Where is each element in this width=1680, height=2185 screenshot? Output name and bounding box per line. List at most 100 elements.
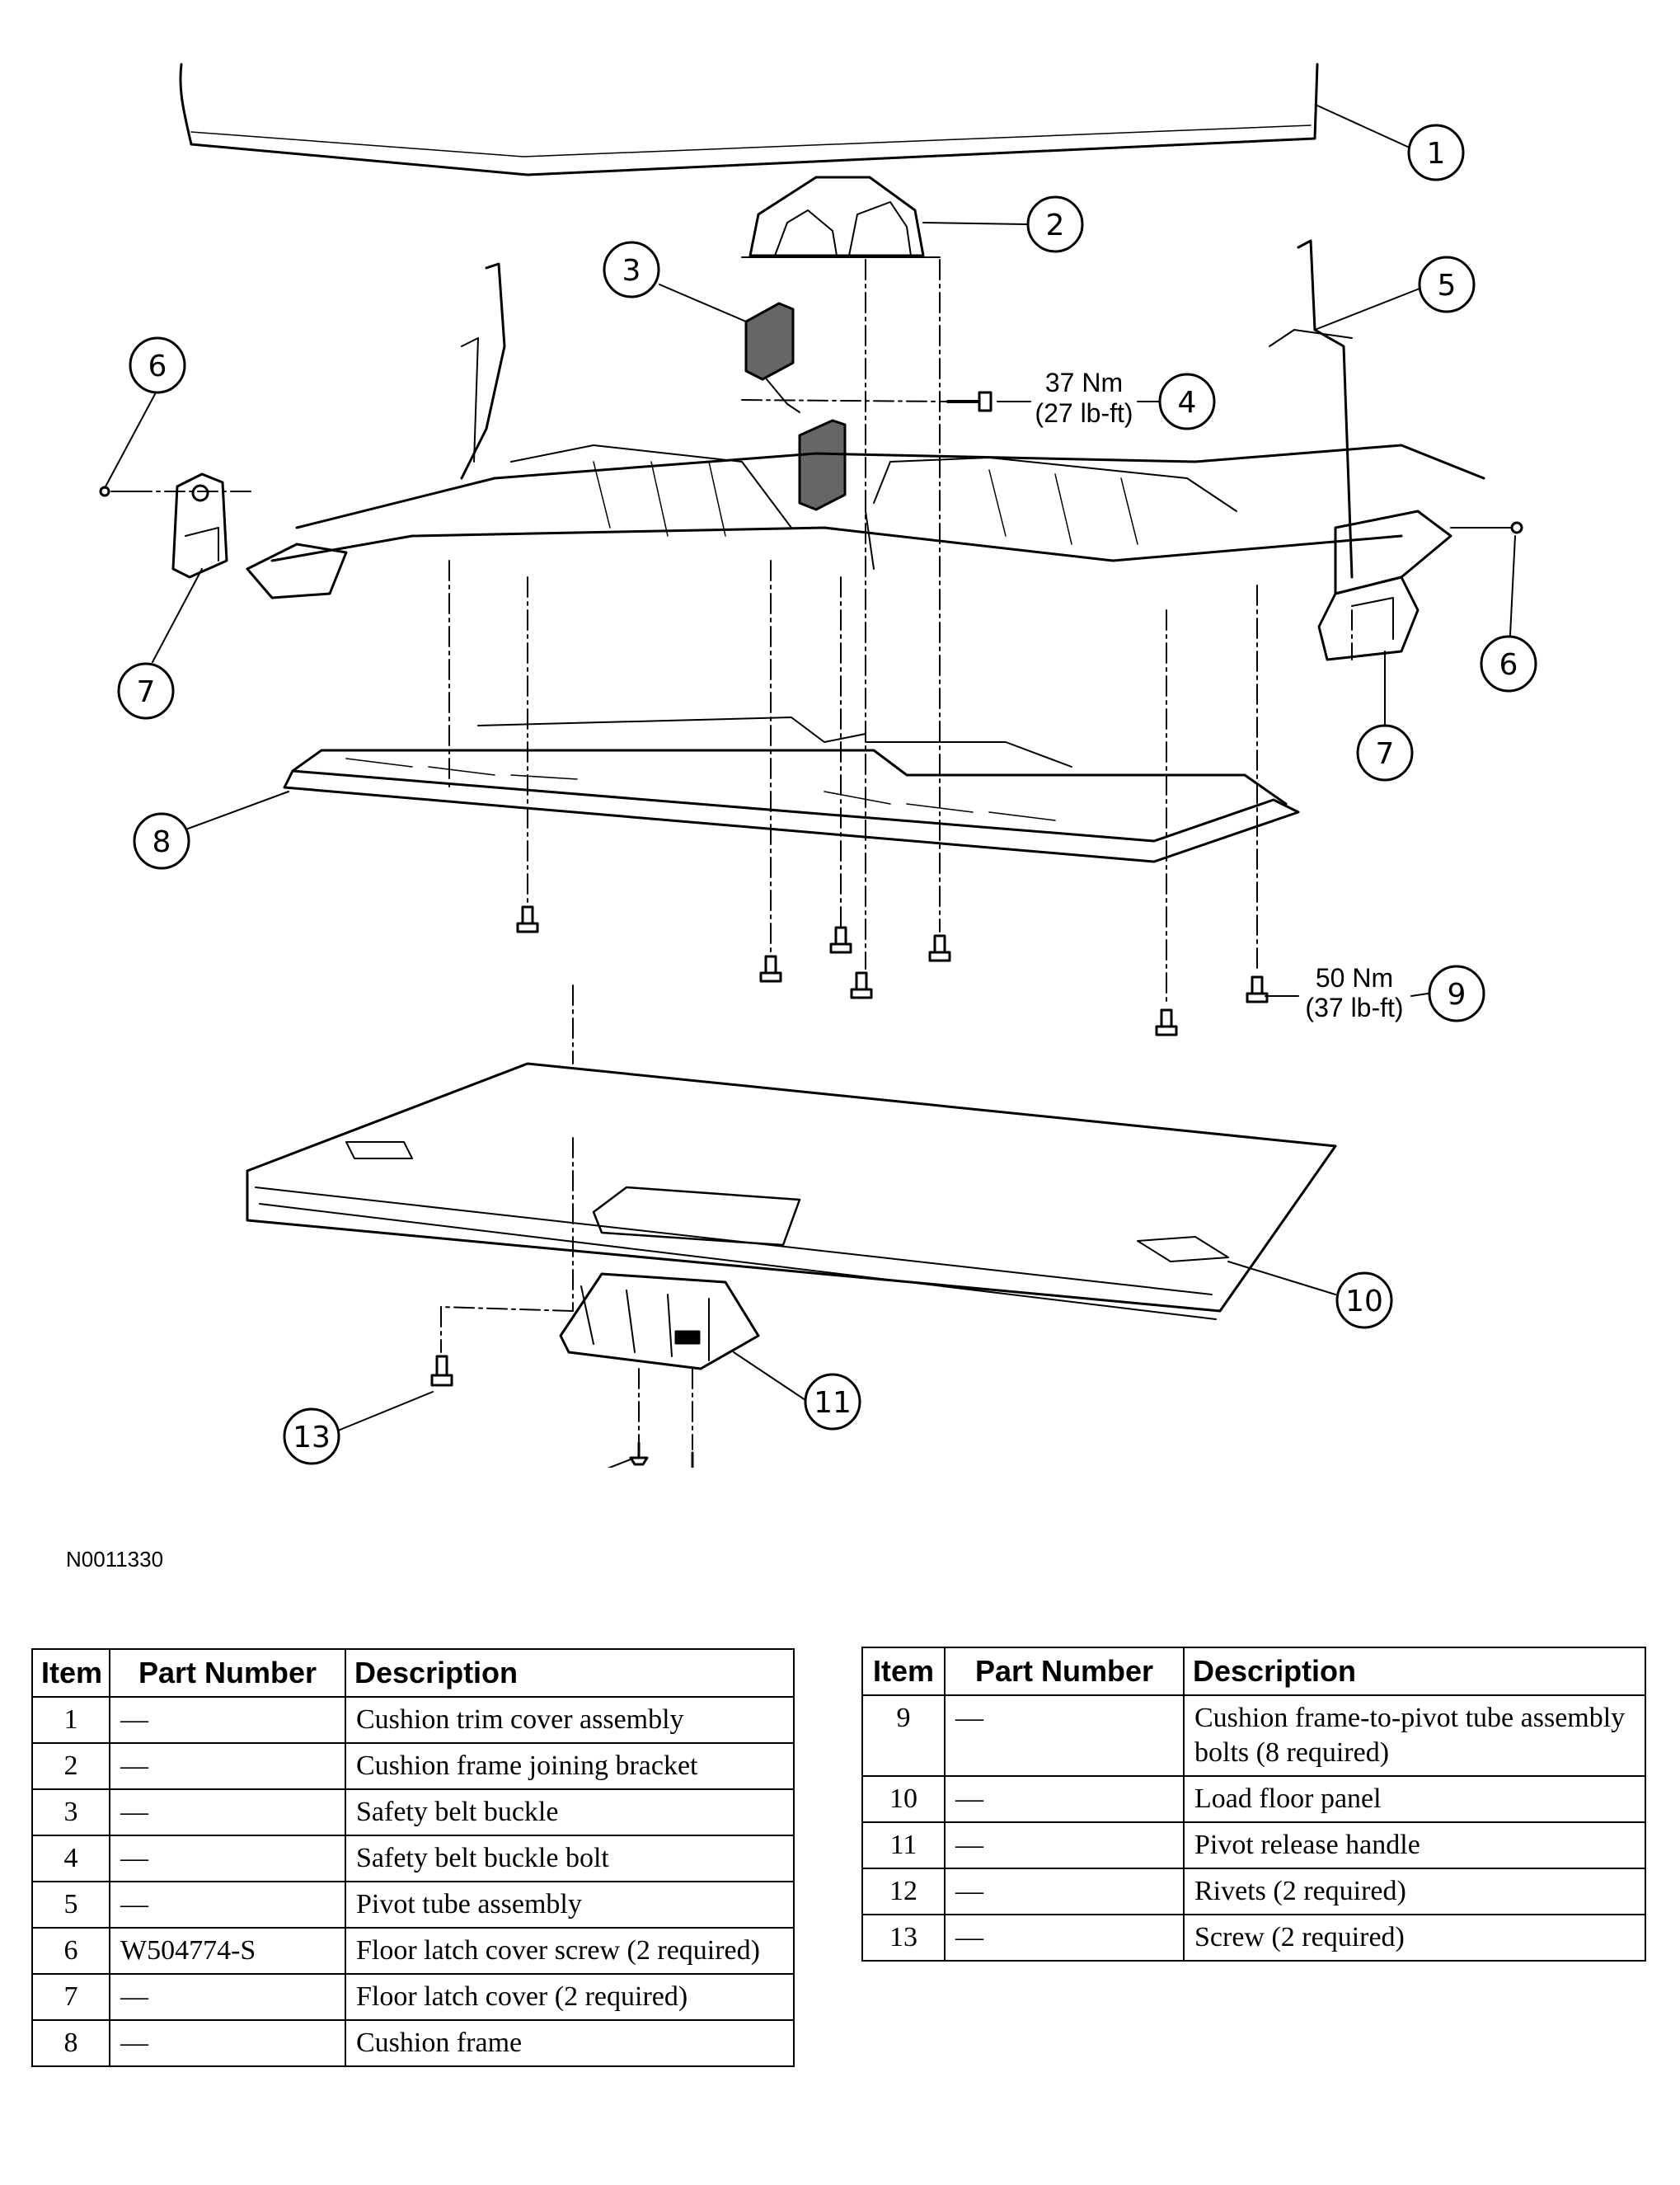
header-part-number: Part Number bbox=[944, 1647, 1185, 1696]
cell-description: Safety belt buckle bolt bbox=[345, 1835, 795, 1882]
svg-text:3: 3 bbox=[622, 254, 641, 288]
cell-item: 7 bbox=[31, 1973, 110, 2021]
svg-text:(37 lb-ft): (37 lb-ft) bbox=[1305, 993, 1403, 1022]
svg-text:6: 6 bbox=[148, 350, 167, 383]
callout-2: 2 bbox=[1026, 195, 1084, 253]
cell-description: Floor latch cover screw (2 required) bbox=[345, 1927, 795, 1975]
figure-id: N0011330 bbox=[66, 1547, 164, 1572]
cell-part-number: W504774-S bbox=[109, 1927, 346, 1975]
cell-item: 2 bbox=[31, 1742, 110, 1790]
svg-text:6: 6 bbox=[1499, 648, 1518, 682]
svg-text:1: 1 bbox=[1427, 137, 1446, 171]
callout-7-right: 7 bbox=[1356, 724, 1414, 782]
header-description: Description bbox=[345, 1648, 795, 1698]
rivets-drawing bbox=[629, 1441, 694, 1468]
cell-item: 11 bbox=[861, 1821, 946, 1869]
floor-latch-cover-drawing-left bbox=[171, 472, 228, 579]
cell-item: 4 bbox=[31, 1835, 110, 1882]
cell-part-number: — bbox=[109, 1788, 346, 1836]
cell-part-number: — bbox=[944, 1821, 1185, 1869]
table-row: 4—Safety belt buckle bolt bbox=[31, 1835, 795, 1882]
svg-text:10: 10 bbox=[1345, 1285, 1383, 1318]
cell-part-number: — bbox=[944, 1775, 1185, 1823]
cell-part-number: — bbox=[109, 1742, 346, 1790]
cell-part-number: — bbox=[944, 1914, 1185, 1962]
table-row: 5—Pivot tube assembly bbox=[31, 1881, 795, 1929]
cell-item: 1 bbox=[31, 1696, 110, 1744]
table-row: 7—Floor latch cover (2 required) bbox=[31, 1973, 795, 2021]
cell-item: 6 bbox=[31, 1927, 110, 1975]
header-item: Item bbox=[861, 1647, 946, 1696]
cell-part-number: — bbox=[109, 1881, 346, 1929]
table-row: 8—Cushion frame bbox=[31, 2019, 795, 2067]
svg-text:13: 13 bbox=[293, 1421, 331, 1454]
pivot-release-handle-drawing bbox=[559, 1272, 760, 1370]
joining-bracket-drawing bbox=[741, 176, 941, 258]
callout-11: 11 bbox=[804, 1373, 861, 1431]
header-part-number: Part Number bbox=[109, 1648, 346, 1698]
cell-item: 8 bbox=[31, 2019, 110, 2067]
cell-part-number: — bbox=[944, 1868, 1185, 1915]
floor-latch-screw-drawing-right bbox=[1450, 521, 1523, 534]
cell-description: Cushion trim cover assembly bbox=[345, 1696, 795, 1744]
cell-description: Floor latch cover (2 required) bbox=[345, 1973, 795, 2021]
callout-7-left: 7 bbox=[117, 662, 175, 720]
cell-item: 9 bbox=[861, 1694, 946, 1777]
svg-text:7: 7 bbox=[1376, 737, 1395, 771]
cell-part-number: — bbox=[109, 1973, 346, 2021]
callout-5: 5 bbox=[1418, 256, 1476, 313]
cell-part-number: — bbox=[109, 2019, 346, 2067]
cell-description: Cushion frame-to-pivot tube assembly bol… bbox=[1183, 1694, 1646, 1777]
svg-text:37 Nm: 37 Nm bbox=[1045, 368, 1123, 397]
cell-item: 13 bbox=[861, 1914, 946, 1962]
exploded-parts-diagram: 1 2 3 4 5 6 6 7 7 8 9 10 bbox=[99, 63, 1537, 1468]
table-row: 11—Pivot release handle bbox=[861, 1821, 1646, 1869]
cell-item: 5 bbox=[31, 1881, 110, 1929]
table-row: 2—Cushion frame joining bracket bbox=[31, 1742, 795, 1790]
cushion-frame-drawing bbox=[283, 717, 1300, 863]
cell-description: Rivets (2 required) bbox=[1183, 1868, 1646, 1915]
cell-description: Cushion frame bbox=[345, 2019, 795, 2067]
table-row: 12—Rivets (2 required) bbox=[861, 1868, 1646, 1915]
callout-13: 13 bbox=[283, 1407, 340, 1465]
cell-description: Safety belt buckle bbox=[345, 1788, 795, 1836]
parts-table-left: Item Part Number Description 1—Cushion t… bbox=[31, 1648, 795, 2067]
svg-text:9: 9 bbox=[1448, 978, 1466, 1012]
callout-6-right: 6 bbox=[1480, 635, 1537, 693]
cell-item: 10 bbox=[861, 1775, 946, 1823]
table-row: 13—Screw (2 required) bbox=[861, 1914, 1646, 1962]
svg-text:7: 7 bbox=[137, 675, 156, 709]
safety-belt-buckle-drawing bbox=[744, 302, 847, 511]
cell-description: Pivot tube assembly bbox=[345, 1881, 795, 1929]
cell-part-number: — bbox=[109, 1835, 346, 1882]
svg-text:2: 2 bbox=[1046, 209, 1065, 242]
cell-description: Pivot release handle bbox=[1183, 1821, 1646, 1869]
callout-1: 1 bbox=[1407, 124, 1465, 181]
floor-latch-cover-drawing-right bbox=[1317, 576, 1420, 661]
torque-spec-item-4: 37 Nm (27 lb-ft) bbox=[1035, 368, 1133, 428]
callout-6-left: 6 bbox=[129, 336, 186, 394]
leader-lines bbox=[104, 105, 1516, 1468]
svg-text:(27 lb-ft): (27 lb-ft) bbox=[1035, 398, 1133, 428]
svg-text:8: 8 bbox=[153, 825, 171, 859]
callout-3: 3 bbox=[603, 241, 660, 298]
callout-9: 9 bbox=[1428, 965, 1485, 1022]
parts-table-right: Item Part Number Description 9—Cushion f… bbox=[861, 1647, 1646, 1962]
screw-drawing bbox=[430, 1355, 453, 1387]
table-row: 3—Safety belt buckle bbox=[31, 1788, 795, 1836]
buckle-bolt-drawing bbox=[946, 391, 993, 412]
load-floor-panel-drawing bbox=[246, 1062, 1337, 1320]
table-row: 1—Cushion trim cover assembly bbox=[31, 1696, 795, 1744]
pivot-tube-bolts-drawing bbox=[516, 905, 1269, 1036]
alignment-lines bbox=[131, 259, 1353, 1450]
cell-item: 12 bbox=[861, 1868, 946, 1915]
cell-description: Cushion frame joining bracket bbox=[345, 1742, 795, 1790]
svg-text:11: 11 bbox=[814, 1386, 852, 1420]
table-row: 9—Cushion frame-to-pivot tube assembly b… bbox=[861, 1694, 1646, 1777]
svg-text:50 Nm: 50 Nm bbox=[1316, 963, 1393, 993]
table-row: 10—Load floor panel bbox=[861, 1775, 1646, 1823]
callout-4: 4 bbox=[1158, 373, 1216, 430]
cell-part-number: — bbox=[944, 1694, 1185, 1777]
table-header-row: Item Part Number Description bbox=[861, 1647, 1646, 1696]
